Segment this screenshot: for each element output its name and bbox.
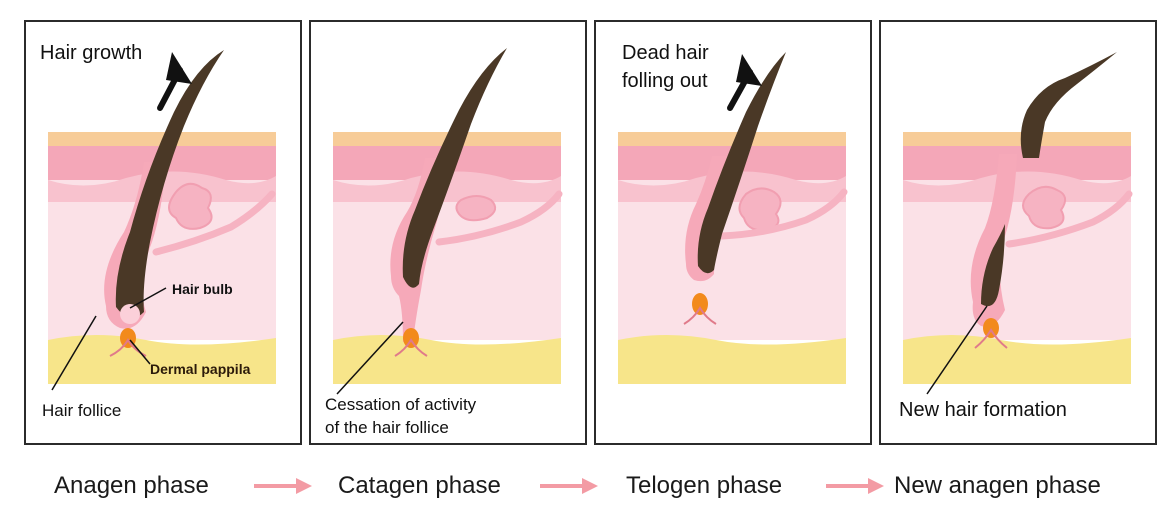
dermal-papilla: [403, 328, 419, 348]
sebaceous-gland: [1022, 185, 1067, 230]
skin-surface-layer: [48, 132, 276, 146]
bulb-leader: [129, 287, 167, 309]
sebaceous-gland: [738, 187, 782, 232]
hair-shaft: [402, 48, 507, 288]
phase-label-catagen: Catagen phase: [338, 472, 501, 499]
cessation-leader: [336, 321, 404, 395]
hair-follicle: [970, 154, 1017, 327]
phase-arrow-3: [826, 478, 884, 494]
catagen-illustration: [333, 48, 563, 395]
fat-layer: [903, 335, 1131, 384]
new-hair-shaft: [981, 224, 1005, 307]
fat-layer: [48, 335, 276, 384]
dead-hair-label-line-1: Dead hair: [622, 42, 709, 64]
dermal-papilla: [983, 318, 999, 338]
new-anagen-illustration: [903, 52, 1133, 395]
old-hair-shaft: [1020, 52, 1117, 158]
hair-shaft: [115, 50, 224, 318]
capillary: [683, 306, 717, 325]
skin-surface-layer: [903, 132, 1131, 146]
panel-catagen: Cessation of activity of the hair follic…: [309, 20, 587, 445]
dermal-papilla: [692, 293, 708, 315]
dermal-papilla-label: Dermal pappila: [150, 361, 251, 377]
growth-arrow-head: [166, 52, 192, 84]
papilla-leader: [129, 339, 151, 365]
telogen-illustration: [618, 52, 848, 384]
fat-layer: [618, 335, 846, 384]
fat-layer: [333, 335, 561, 384]
hair-follicle-label: Hair follice: [42, 401, 122, 420]
panel-anagen: Hair growth Hair bulb Dermal pappila Hai…: [24, 20, 302, 445]
phase-label-new-anagen: New anagen phase: [894, 472, 1101, 499]
phase-arrow-2: [540, 478, 598, 494]
hair-bulb-label: Hair bulb: [172, 281, 233, 297]
sebaceous-gland: [168, 182, 213, 230]
panel-telogen: Dead hair folling out: [594, 20, 872, 445]
arrector-muscle: [718, 188, 848, 240]
cessation-label-line-1: Cessation of activity: [325, 395, 477, 414]
dermis-layer: [48, 180, 276, 340]
epidermis-wave: [903, 171, 1131, 202]
dermis-layer: [333, 180, 561, 340]
phase-label-anagen: Anagen phase: [54, 472, 209, 499]
phase-label-telogen: Telogen phase: [626, 472, 783, 499]
cessation-label-line-2: of the hair follice: [325, 418, 449, 437]
dermis-layer: [618, 180, 846, 340]
dead-hair-label-line-2: folling out: [622, 70, 708, 92]
arrector-muscle: [435, 190, 563, 246]
arrector-muscle: [152, 190, 276, 256]
skin-surface-layer: [618, 132, 846, 146]
sebaceous-gland: [455, 195, 497, 222]
new-hair-leader: [926, 305, 988, 395]
panel-new-anagen: New hair formation: [879, 20, 1157, 445]
new-hair-formation-label: New hair formation: [899, 399, 1067, 421]
anagen-illustration: [48, 50, 276, 391]
capillary: [394, 338, 428, 357]
follicle-leader: [51, 315, 97, 391]
arrector-muscle: [1005, 190, 1133, 248]
hair-shaft: [697, 52, 786, 274]
phase-arrow-1: [254, 478, 312, 494]
capillary: [974, 328, 1008, 349]
hair-bulb-hole: [120, 304, 140, 324]
dermis-layer: [903, 180, 1131, 340]
falling-arrow-head: [736, 54, 762, 86]
hair-growth-label: Hair growth: [40, 42, 143, 64]
